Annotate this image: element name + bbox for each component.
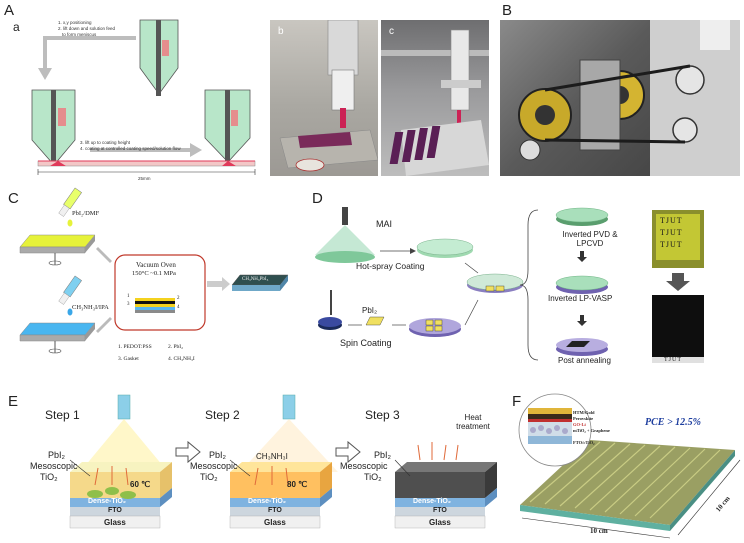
vapor-assisted-schematic bbox=[19, 187, 289, 354]
photo-c-label: c bbox=[389, 26, 394, 37]
photo-caption: TJUT bbox=[664, 357, 682, 363]
meso-label-1: Mesoscopic bbox=[30, 461, 78, 471]
stack-num-4: 4 bbox=[177, 305, 180, 310]
dense-label-1: Dense-TiO₂ bbox=[88, 498, 126, 505]
oven-title: Vacuum Oven bbox=[136, 261, 176, 269]
panel-a-sub-label: a bbox=[13, 20, 20, 34]
ch3nh3i-label: CH₃NH₃I bbox=[256, 452, 288, 461]
stack-num-1: 1 bbox=[127, 294, 130, 299]
step-label-4: 4. coating at controlled coating speed/s… bbox=[80, 146, 181, 151]
layer-label-5: FTO/cTiO₂ bbox=[573, 440, 595, 445]
mai-label: MAI bbox=[376, 219, 393, 229]
dense-label-2: Dense-TiO₂ bbox=[248, 498, 286, 505]
step-label-1: 1. x,y positioning bbox=[58, 20, 92, 25]
pbi2-label-3: PbI₂ bbox=[374, 450, 392, 460]
tio2-label-1: TiO₂ bbox=[40, 472, 58, 482]
photo-roll-to-roll-machine bbox=[500, 20, 740, 176]
pce-label: PCE > 12.5% bbox=[645, 417, 701, 428]
three-step-schematic bbox=[69, 394, 497, 529]
route3-label: Post annealing bbox=[558, 356, 611, 365]
tio2-label-2: TiO₂ bbox=[200, 472, 218, 482]
dim-x-label: 10 cm bbox=[590, 527, 608, 535]
pbi2-label-d: PbI₂ bbox=[362, 306, 378, 315]
legend-item-3: 3. Gasket bbox=[118, 356, 139, 362]
panel-f-letter: F bbox=[512, 393, 522, 410]
panel-c-letter: C bbox=[8, 190, 19, 207]
heat-treatment-label: Heat treatment bbox=[456, 413, 490, 431]
hot-spray-schematic bbox=[315, 207, 704, 363]
product-film-label: CH₃NH₃PbI₃ bbox=[242, 277, 269, 282]
photo-row-1: TJUT bbox=[660, 216, 683, 225]
route1-label: Inverted PVD & LPCVD bbox=[562, 230, 618, 248]
photo-row-2: TJUT bbox=[660, 228, 683, 237]
step-label-3: 3. lift up to coating height bbox=[80, 140, 131, 145]
legend-item-1: 1. PEDOT:PSS bbox=[118, 344, 152, 350]
meso-label-2: Mesoscopic bbox=[190, 461, 238, 471]
layer-label-3: GO-Li bbox=[573, 422, 586, 427]
panel-e-letter: E bbox=[8, 393, 19, 410]
step-label-2b: to form meniscus bbox=[62, 32, 97, 37]
glass-label-1: Glass bbox=[104, 518, 126, 527]
fto-label-3: FTO bbox=[433, 507, 447, 514]
legend-item-2: 2. PbI₂ bbox=[168, 344, 184, 350]
scale-label: 25mm bbox=[138, 176, 151, 181]
large-area-module bbox=[518, 393, 741, 539]
fto-label-2: FTO bbox=[268, 507, 282, 514]
temp-label-2: 80 ℃ bbox=[287, 480, 308, 489]
panel-b-letter: B bbox=[502, 2, 513, 19]
layer-label-1: HTM/Gold bbox=[573, 410, 595, 415]
solution2-label: CH₃NH₃I/IPA bbox=[72, 304, 109, 311]
glass-label-3: Glass bbox=[429, 518, 451, 527]
hot-spray-label: Hot-spray Coating bbox=[356, 261, 425, 271]
legend-item-4: 4. CH₃NH₃I bbox=[168, 356, 195, 362]
stack-num-3: 3 bbox=[127, 302, 130, 307]
layer-label-2: Perovskite bbox=[573, 416, 594, 421]
dense-label-3: Dense-TiO₂ bbox=[413, 498, 451, 505]
photo-b-label: b bbox=[278, 26, 284, 37]
photo-slot-die-printer: b bbox=[270, 20, 378, 176]
layer-label-4: mTiO₂ + Graphene bbox=[573, 428, 610, 433]
fto-label-1: FTO bbox=[108, 507, 122, 514]
panel-d-letter: D bbox=[312, 190, 323, 207]
step-label-2: 2. lift down and solution feed bbox=[58, 26, 116, 31]
spin-coating-label: Spin Coating bbox=[340, 338, 392, 348]
step3-label: Step 3 bbox=[365, 408, 400, 422]
pbi2-label-1: PbI₂ bbox=[48, 450, 66, 460]
oven-condition: 150°C ~0.1 MPa bbox=[132, 270, 176, 277]
temp-label-1: 60 ℃ bbox=[130, 480, 151, 489]
stack-num-2: 2 bbox=[177, 296, 180, 301]
glass-label-2: Glass bbox=[264, 518, 286, 527]
tio2-label-3: TiO₂ bbox=[364, 472, 382, 482]
coating-schematic bbox=[31, 19, 256, 175]
solution1-label: PbI₂/DMF bbox=[72, 210, 100, 217]
route2-label: Inverted LP-VASP bbox=[548, 294, 613, 303]
meso-label-3: Mesoscopic bbox=[340, 461, 388, 471]
pbi2-label-2: PbI₂ bbox=[209, 450, 227, 460]
step2-label: Step 2 bbox=[205, 408, 240, 422]
photo-row-3: TJUT bbox=[660, 240, 683, 249]
step1-label: Step 1 bbox=[45, 408, 80, 422]
panel-a-letter: A bbox=[4, 2, 15, 19]
photo-slot-die-coating: c bbox=[381, 20, 489, 176]
